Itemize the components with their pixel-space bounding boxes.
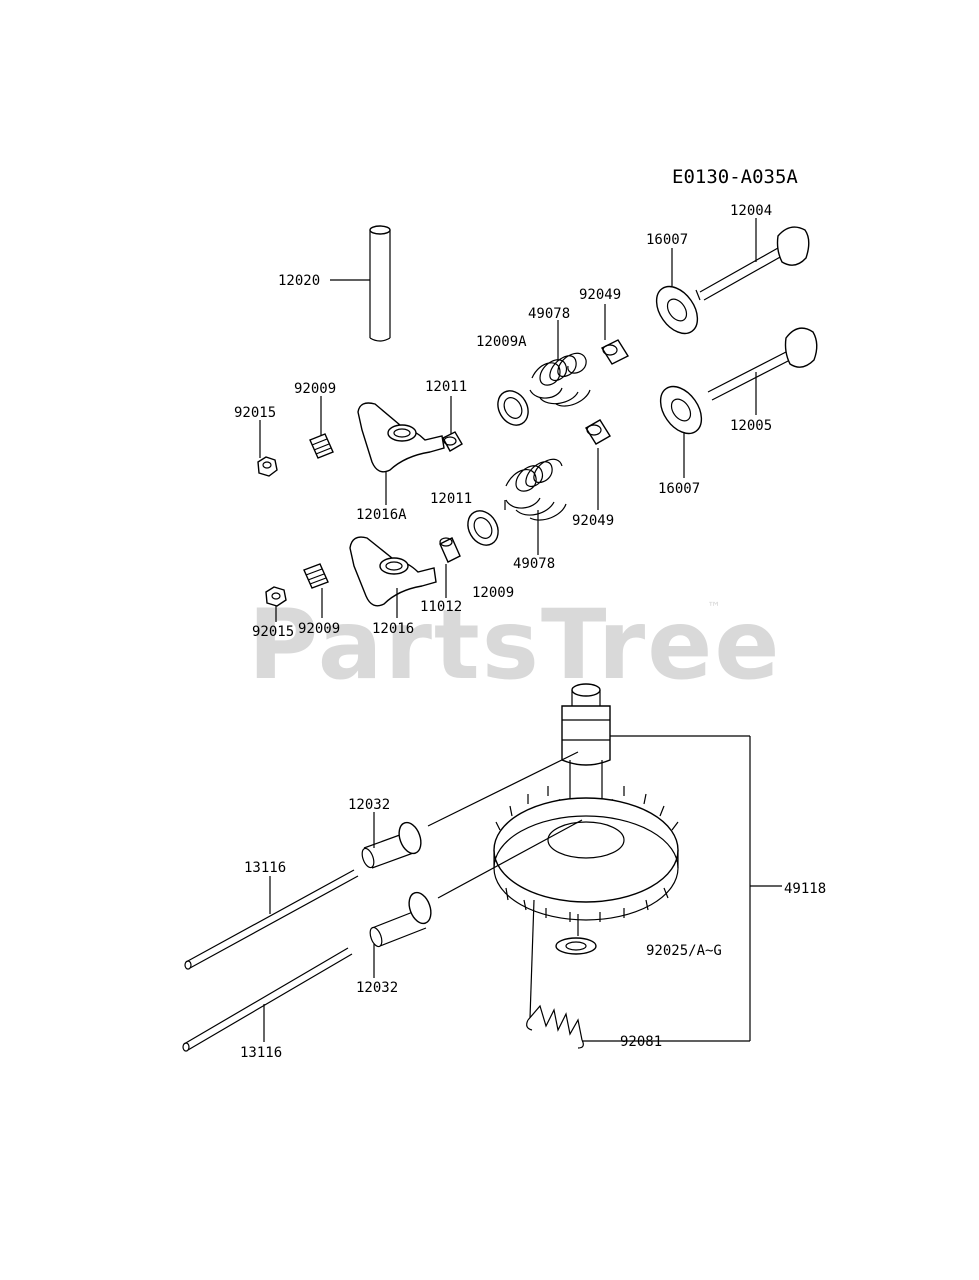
watermark-trademark: ™ [707, 600, 721, 616]
tappet-12032-lower [369, 891, 432, 948]
camshaft-49118 [493, 683, 679, 955]
valve-12005 [707, 327, 818, 401]
spring-92081 [526, 1004, 584, 1049]
rocker-arm-12016A [357, 402, 445, 473]
label-92009-lower: 92009 [298, 621, 340, 637]
diagram-code: E0130-A035A [672, 166, 798, 188]
spring-49078-lower [505, 458, 567, 521]
label-12016A: 12016A [356, 507, 407, 523]
part-labels: 12020 92015 92009 12011 12009A 49078 920… [234, 203, 826, 1061]
label-12016: 12016 [372, 621, 414, 637]
label-12009: 12009 [472, 585, 514, 601]
screw-92009-lower [303, 563, 329, 589]
nut-92015-lower [265, 586, 287, 607]
label-16007-upper: 16007 [646, 232, 688, 248]
cap-92049-lower [585, 419, 611, 445]
pushrod-13116-upper [184, 869, 359, 970]
label-92049-upper: 92049 [579, 287, 621, 303]
collar-11012 [439, 537, 461, 563]
spring-49078-upper [529, 352, 591, 407]
label-12032-upper: 12032 [348, 797, 390, 813]
valve-seat-16007-lower [659, 385, 703, 435]
cap-92049-upper [600, 339, 630, 365]
screw-92009-upper [309, 433, 334, 459]
label-92025: 92025/A~G [646, 943, 722, 959]
label-12011-lower: 12011 [430, 491, 472, 507]
label-13116-upper: 13116 [244, 860, 286, 876]
pushrod-12020 [369, 225, 391, 342]
tappet-12032-upper [361, 821, 422, 869]
label-92015-lower: 92015 [252, 624, 294, 640]
label-11012: 11012 [420, 599, 462, 615]
label-92049-lower: 92049 [572, 513, 614, 529]
watermark: PartsTree [248, 589, 781, 701]
label-49078-lower: 49078 [513, 556, 555, 572]
label-92015-upper: 92015 [234, 405, 276, 421]
leader-lines [259, 218, 782, 1042]
label-12032-lower: 12032 [356, 980, 398, 996]
nut-92015-upper [257, 456, 278, 477]
label-16007-lower: 16007 [658, 481, 700, 497]
label-92081: 92081 [620, 1034, 662, 1050]
label-12020: 12020 [278, 273, 320, 289]
valve-seat-16007-upper [655, 285, 699, 335]
seal-12011-lower [467, 510, 499, 546]
label-49118: 49118 [784, 881, 826, 897]
label-13116-lower: 13116 [240, 1045, 282, 1061]
label-12011-upper: 12011 [425, 379, 467, 395]
label-12004: 12004 [730, 203, 772, 219]
label-12009A: 12009A [476, 334, 527, 350]
label-12005: 12005 [730, 418, 772, 434]
collar-12011-upper [442, 431, 463, 452]
rocker-arm-12016 [349, 536, 437, 607]
label-92009-upper: 92009 [294, 381, 336, 397]
seal-12009A [497, 390, 529, 426]
valve-12004 [695, 226, 810, 301]
pushrod-13116-lower [182, 947, 353, 1052]
label-49078-upper: 49078 [528, 306, 570, 322]
